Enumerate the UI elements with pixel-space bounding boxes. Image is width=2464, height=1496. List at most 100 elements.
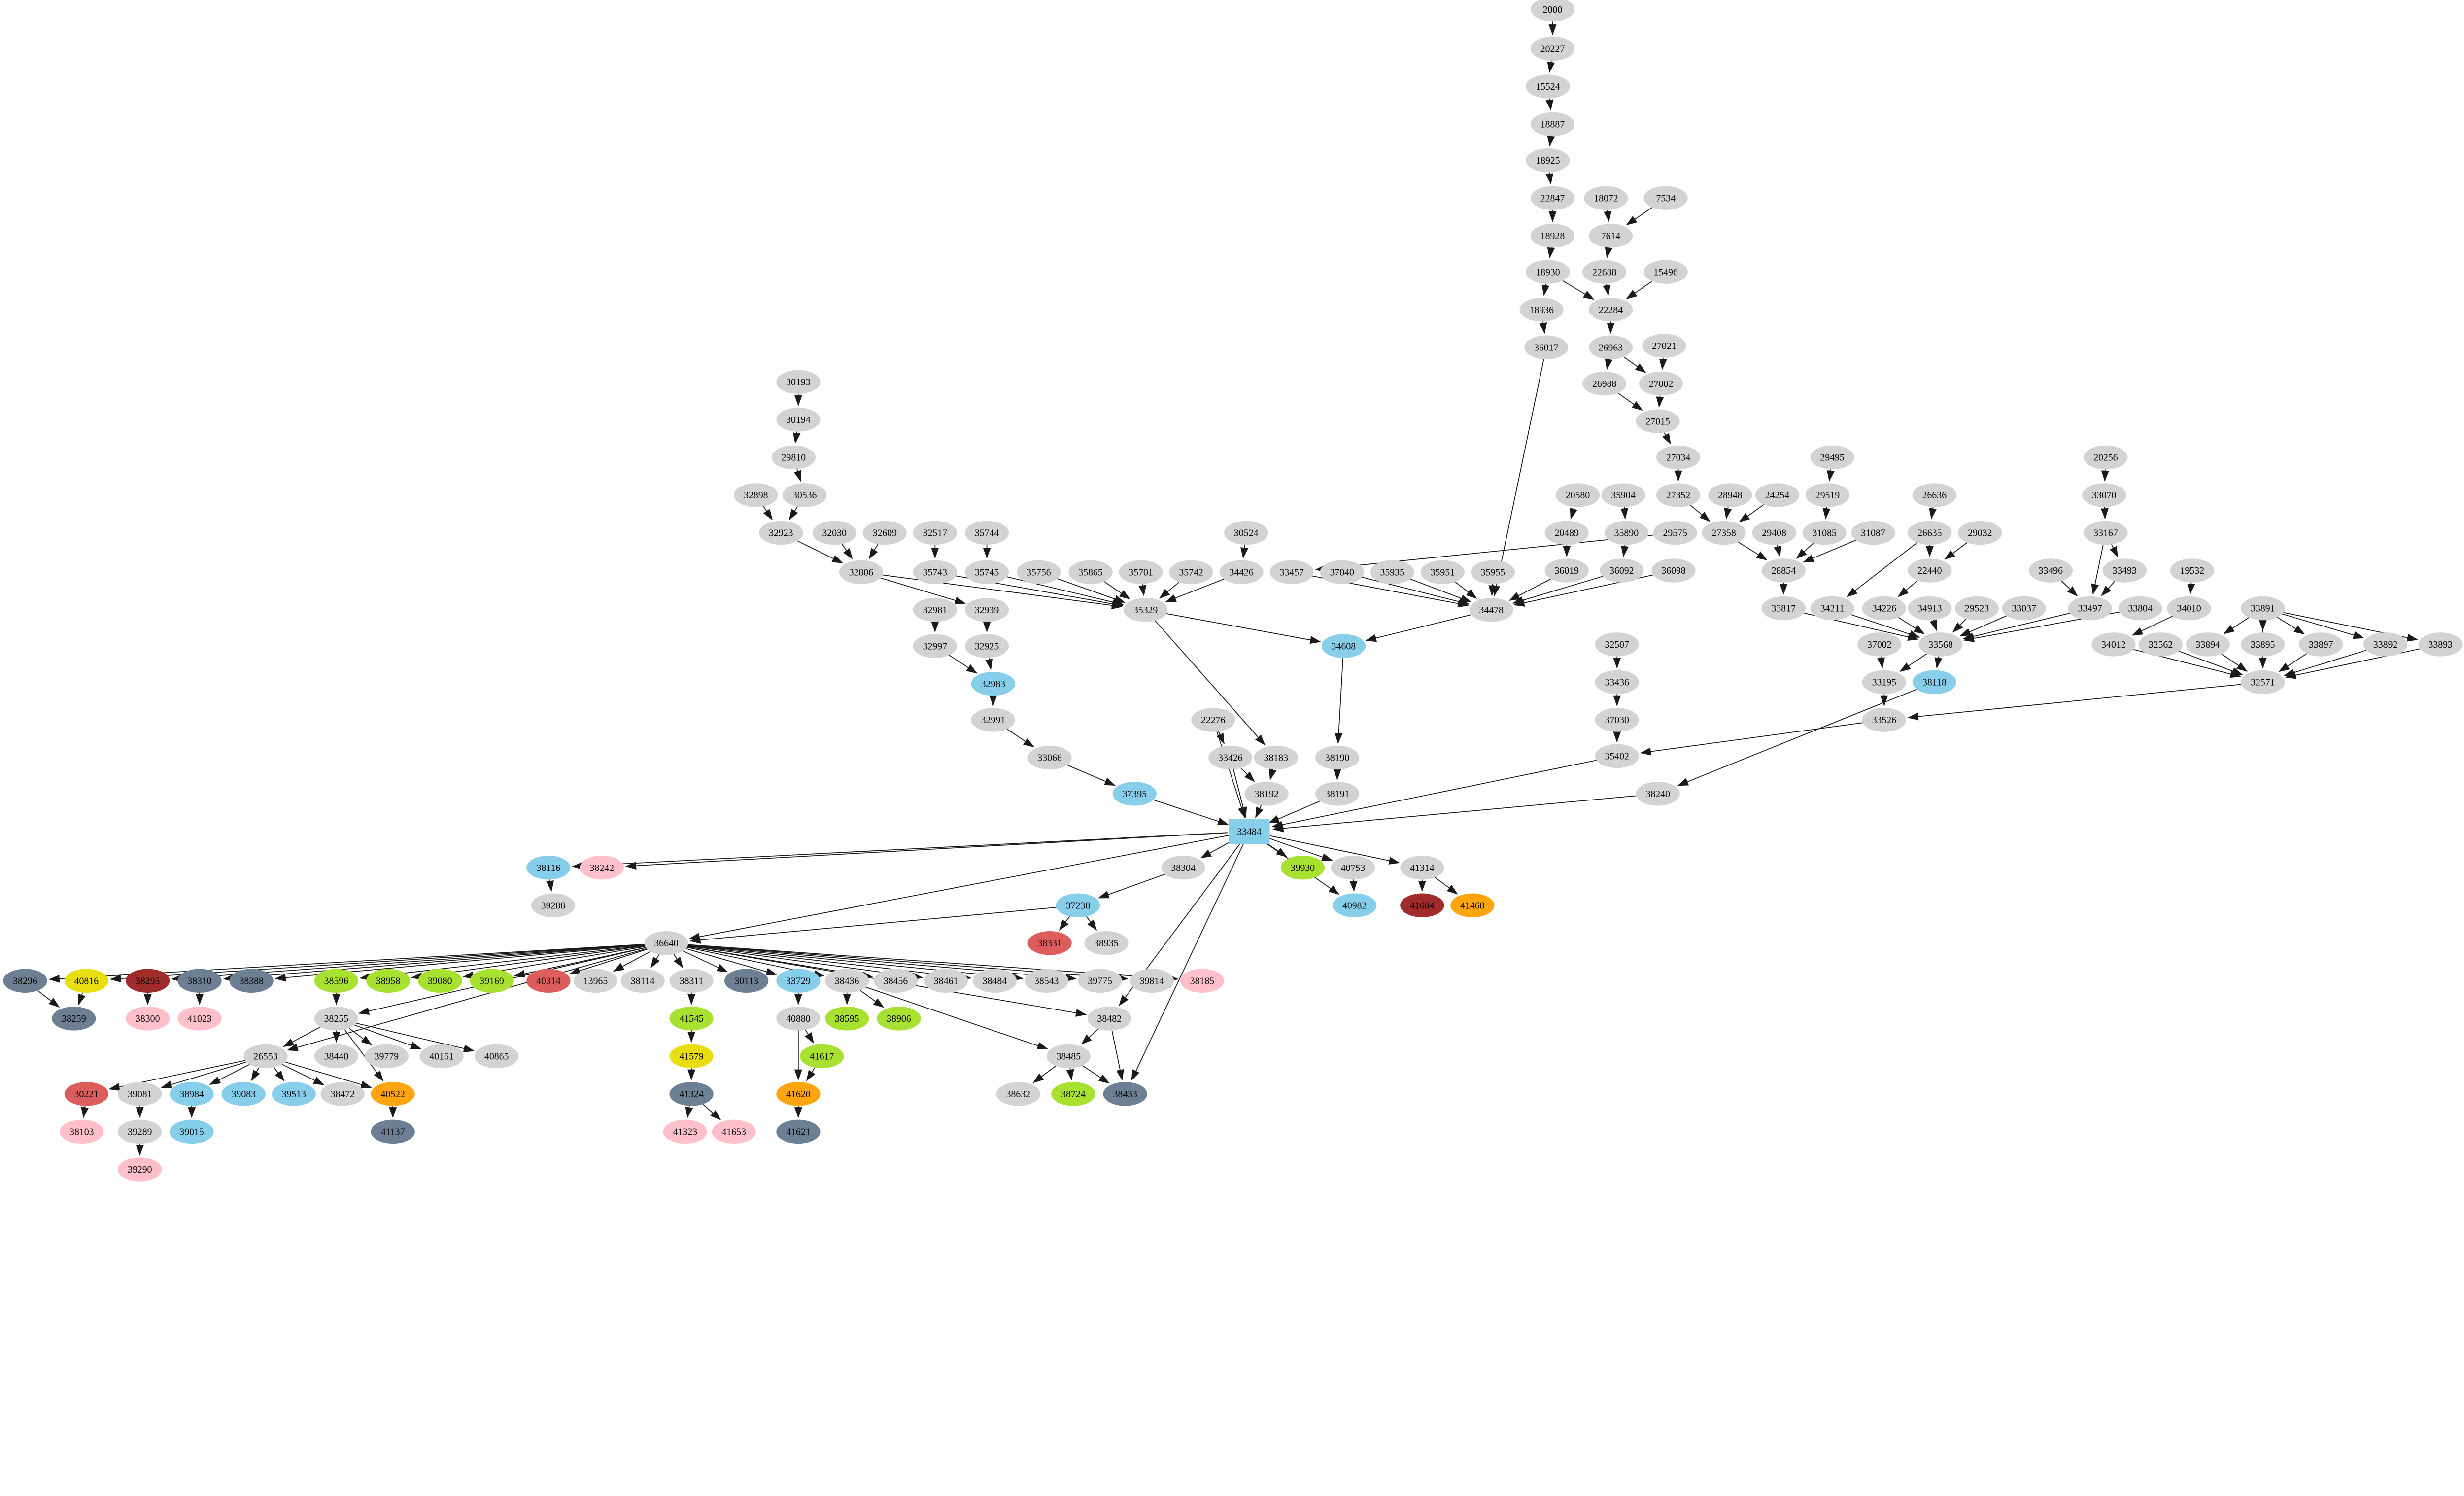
graph-edge-38436-38906 [860, 990, 885, 1008]
graph-node-30524: 30524 [1224, 521, 1268, 545]
node-ellipse-shape [1604, 521, 1649, 545]
graph-edge-30221-38103 [81, 1106, 89, 1118]
graph-node-32991: 32991 [971, 708, 1015, 732]
node-label: 38103 [69, 1127, 94, 1138]
node-label: 37030 [1605, 715, 1630, 726]
node-ellipse-shape [2138, 632, 2183, 657]
node-label: 20256 [2093, 452, 2118, 463]
node-label: 34426 [1229, 567, 1254, 578]
node-ellipse-shape [724, 969, 769, 993]
node-ellipse-shape [52, 1007, 96, 1031]
node-ellipse-shape [1555, 483, 1600, 507]
node-ellipse-shape [759, 521, 803, 545]
node-ellipse-shape [3, 969, 47, 993]
graph-node-38240: 38240 [1636, 782, 1680, 806]
node-label: 27002 [1649, 379, 1673, 389]
node-ellipse-shape [364, 1044, 409, 1069]
graph-edge-29032-22440 [1944, 542, 1968, 560]
graph-edge-32923-32806 [797, 540, 843, 564]
graph-edge-26963-27002 [1623, 356, 1646, 373]
node-ellipse-shape [1862, 596, 1906, 621]
graph-node-33892: 33892 [2363, 632, 2408, 657]
graph-edge-33037-33568 [1959, 615, 2007, 636]
node-ellipse-shape [272, 1082, 316, 1106]
node-ellipse-shape [1954, 596, 1999, 621]
node-label: 33729 [786, 975, 811, 986]
node-ellipse-shape [771, 445, 816, 470]
node-ellipse-shape [800, 1044, 844, 1069]
graph-node-34226: 34226 [1862, 596, 1906, 621]
graph-edge-34478-34608 [1365, 614, 1472, 642]
node-label: 27352 [1666, 490, 1690, 501]
node-label: 38456 [884, 975, 908, 986]
graph-node-38958: 38958 [366, 969, 411, 993]
node-ellipse-shape [419, 1044, 464, 1069]
graph-edge-26963-26988 [1605, 358, 1613, 370]
graph-edge-34211-33568 [1850, 614, 1920, 638]
node-label: 40982 [1342, 900, 1367, 911]
node-label: 37238 [1066, 900, 1091, 911]
node-ellipse-shape [1244, 782, 1289, 806]
graph-node-38300: 38300 [126, 1007, 170, 1031]
graph-edge-29408-28854 [1774, 544, 1781, 557]
node-label: 35745 [975, 567, 999, 578]
graph-node-33894: 33894 [2186, 632, 2230, 657]
graph-edge-32030-32806 [841, 544, 853, 559]
graph-edge-7534-7614 [1626, 207, 1652, 226]
graph-node-28948: 28948 [1708, 483, 1752, 507]
node-ellipse-shape [877, 1007, 921, 1031]
graph-node-13965: 13965 [573, 969, 618, 993]
node-label: 33891 [2251, 603, 2275, 614]
graph-edge-33167-33497 [2091, 545, 2104, 595]
node-label: 39289 [128, 1127, 152, 1138]
graph-node-40314: 40314 [526, 969, 571, 993]
node-label: 41653 [721, 1127, 746, 1138]
graph-node-33891: 33891 [2241, 596, 2285, 621]
node-label: 33897 [2309, 639, 2333, 650]
graph-edge-38255-40161 [354, 1024, 422, 1049]
node-label: 33493 [2113, 565, 2137, 576]
graph-edge-18936-36017 [1539, 321, 1547, 334]
graph-edge-29575-33457 [1315, 534, 1654, 573]
graph-node-38596: 38596 [314, 969, 359, 993]
node-ellipse-shape [669, 969, 714, 993]
graph-node-30194: 30194 [776, 408, 821, 432]
graph-edge-22276-33484 [1216, 731, 1246, 818]
graph-edge-18930-22284 [1562, 280, 1595, 300]
graph-edge-35329-34608 [1166, 613, 1321, 644]
node-label: 38296 [13, 975, 37, 986]
node-ellipse-shape [170, 1119, 214, 1144]
graph-node-33497: 33497 [2068, 596, 2112, 621]
graph-edge-41314-41468 [1435, 877, 1458, 895]
node-label: 18928 [1540, 231, 1565, 242]
graph-edge-33891-33897 [2277, 617, 2305, 635]
node-ellipse-shape [1582, 371, 1627, 396]
node-label: 29032 [1968, 528, 1992, 539]
node-ellipse-shape [1908, 521, 1952, 545]
node-ellipse-shape [314, 1044, 359, 1069]
node-label: 38191 [1325, 789, 1349, 800]
node-ellipse-shape [1584, 186, 1628, 210]
graph-edge-33066-37395 [1066, 765, 1116, 786]
graph-edge-36017-34478 [1492, 359, 1544, 597]
graph-node-38114: 38114 [620, 969, 665, 993]
graph-edge-38482-38433 [1111, 1030, 1124, 1081]
node-label: 35890 [1614, 528, 1639, 539]
graph-node-35951: 35951 [1420, 560, 1465, 584]
node-label: 38295 [136, 975, 160, 986]
node-label: 37040 [1330, 567, 1355, 578]
node-ellipse-shape [1315, 745, 1360, 770]
node-label: 38595 [835, 1013, 859, 1024]
graph-edge-36640-38484 [687, 945, 972, 981]
graph-node-35955: 35955 [1471, 560, 1515, 584]
node-label: 33426 [1218, 753, 1243, 764]
graph-node-33484: 33484 [1229, 819, 1270, 844]
graph-node-29495: 29495 [1810, 445, 1854, 470]
node-ellipse-shape [1087, 1007, 1131, 1031]
graph-node-38482: 38482 [1087, 1007, 1131, 1031]
node-ellipse-shape [1636, 409, 1680, 433]
node-label: 36092 [1609, 565, 1634, 576]
graph-node-35744: 35744 [964, 521, 1009, 545]
graph-edge-40753-40982 [1349, 879, 1358, 892]
graph-edge-40880-41617 [805, 1029, 814, 1044]
